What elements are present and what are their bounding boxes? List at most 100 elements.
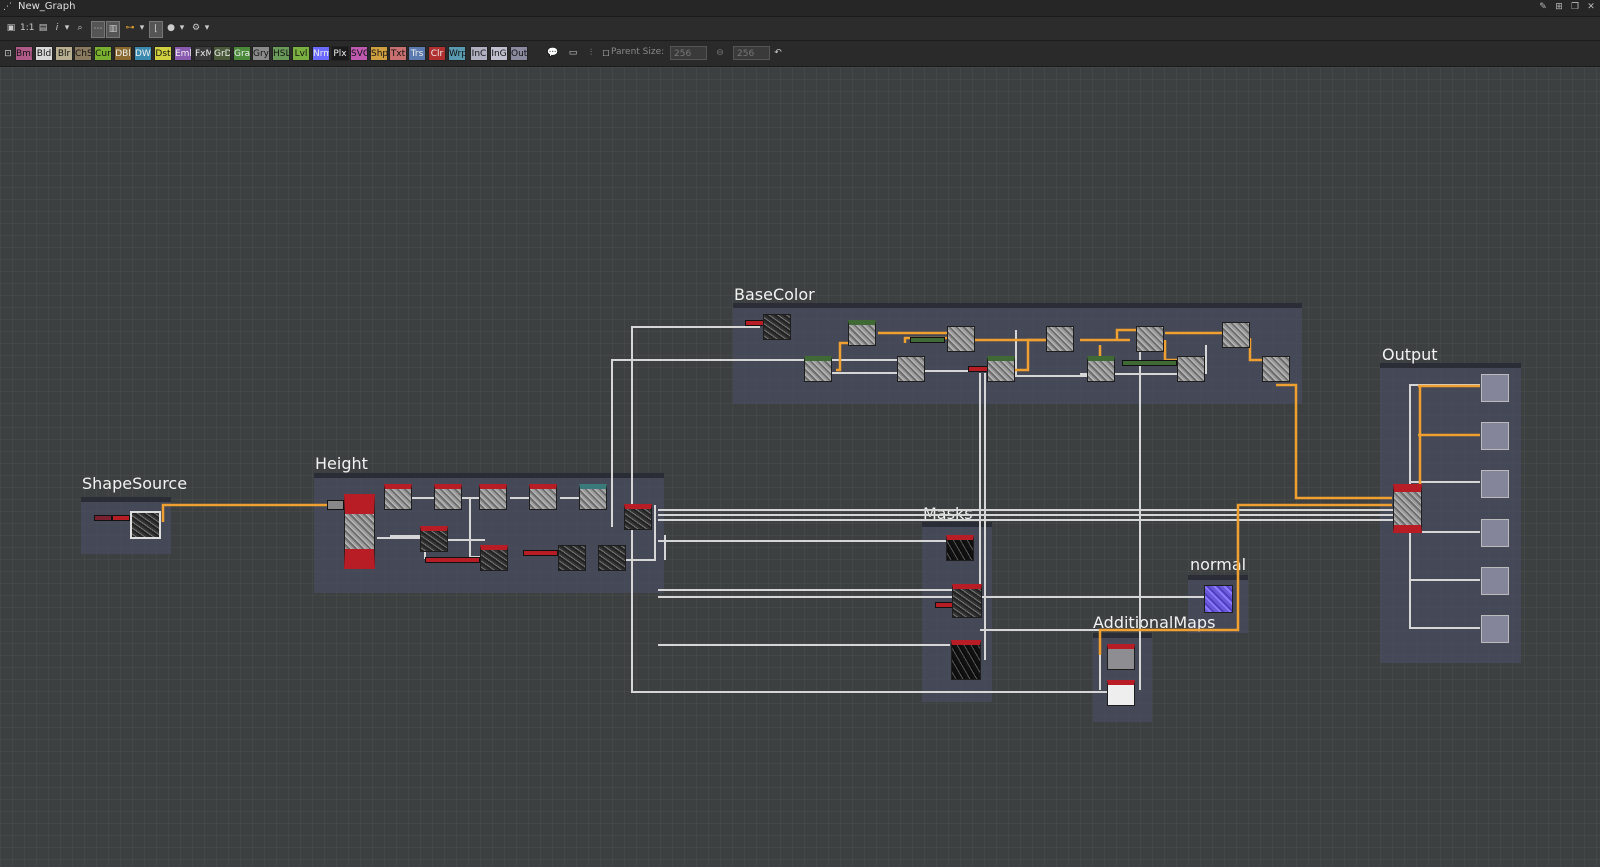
node-chip-dst[interactable]: Dst [154,46,172,61]
gear-icon[interactable]: ⚙ [191,23,201,33]
snap-grid-icon[interactable]: ⋯ [91,21,105,38]
basecolor-node-9[interactable] [1136,326,1164,352]
parent-width-field[interactable]: 256 [670,46,707,60]
output-node-2[interactable] [1481,422,1509,450]
basecolor-node-5[interactable] [947,326,975,352]
mask-node-1[interactable] [946,535,974,561]
basecolor-node-6[interactable] [987,356,1015,382]
node-chip-grd[interactable]: GrD [213,46,231,61]
color-picker-icon[interactable]: ● [167,23,175,33]
basecolor-node-1[interactable] [763,314,791,340]
window-controls: ✎ ⊞ ❐ ✕ [1538,1,1596,14]
basecolor-node-4[interactable] [897,356,925,382]
output-combine-node[interactable] [1393,484,1422,533]
align-icon[interactable]: ▥ [106,21,120,38]
info-button[interactable]: i [55,23,59,33]
info-dropdown-icon[interactable]: ▾ [64,23,70,33]
node-chip-lvl[interactable]: Lvl [292,46,310,61]
node-chip-chs[interactable]: ChS [74,46,92,61]
basecolor-node-10[interactable] [1177,356,1205,382]
output-node-1[interactable] [1481,374,1509,402]
node-chip-ing[interactable]: InG [490,46,508,61]
basecolor-node-8[interactable] [1087,356,1115,382]
frame-title-normal: normal [1190,555,1247,574]
height-node-2[interactable] [434,484,462,510]
node-chip-inc[interactable]: InC [470,46,488,61]
node-chip-gra[interactable]: Gra [233,46,251,61]
node-chip-out[interactable]: Out [510,46,528,61]
graph-canvas[interactable] [0,67,1600,867]
window-titlebar: ⋰ New_Graph ✎ ⊞ ❐ ✕ [0,0,1600,17]
mask-node-2[interactable] [952,584,982,618]
node-chip-gry[interactable]: Gry [252,46,270,61]
node-chip-plx[interactable]: Plx [331,46,349,61]
basecolor-node-7[interactable] [1046,326,1074,352]
basecolor-stub-red [968,366,988,372]
node-chip-cur[interactable]: Cur [94,46,112,61]
height-blend-node[interactable] [344,494,375,569]
basecolor-node-11[interactable] [1222,322,1250,348]
basecolor-node-3[interactable] [804,356,832,382]
node-chip-bmp[interactable]: Bmp [15,46,33,61]
color-dropdown-icon[interactable]: ▾ [179,23,185,33]
node-chip-trs[interactable]: Trs [408,46,426,61]
basecolor-stub-green-2 [1122,360,1177,366]
output-node-4[interactable] [1481,519,1509,547]
node-chip-fxm[interactable]: FxM [194,46,212,61]
height-node-7[interactable] [480,545,508,571]
normal-node[interactable] [1204,585,1233,613]
node-chip-hsl[interactable]: HSL [272,46,290,61]
node-palette-toolbar: ⊡ BmpBldBlrChSCurDBlDWrDstEmbFxMGrDGraGr… [0,41,1600,67]
height-node-3[interactable] [479,484,507,510]
frame-base-color[interactable] [733,303,1302,404]
output-node-5[interactable] [1481,567,1509,595]
node-chip-bld[interactable]: Bld [35,46,53,61]
maximize-icon[interactable]: ⊞ [1555,2,1563,12]
reset-icon[interactable]: ↶ [774,48,782,58]
link-style-dropdown-icon[interactable]: ▾ [139,23,145,33]
frame-icon[interactable]: ▭ [568,48,578,58]
link-ratio-icon[interactable]: ⊖ [716,48,724,58]
height-node-6[interactable] [420,526,448,552]
expand-icon[interactable]: ⊡ [4,49,12,59]
node-chip-dbl[interactable]: DBl [114,46,132,61]
link-style-icon[interactable]: ⊶ [125,23,135,33]
height-output-node[interactable] [624,504,652,530]
mask-node-3[interactable] [951,640,981,680]
comment-icon[interactable]: 💬 [547,48,559,58]
frame-title-additional-maps: AdditionalMaps [1093,613,1216,632]
search-icon[interactable]: ⌕ [77,23,83,33]
restore-icon[interactable]: ❐ [1570,2,1580,12]
parent-height-field[interactable]: 256 [733,46,770,60]
basecolor-node-2[interactable] [848,320,876,346]
node-chip-txt[interactable]: Txt [389,46,407,61]
additional-map-node-2[interactable] [1107,680,1135,706]
checkbox-icon[interactable]: ☐ [602,49,610,58]
node-chip-blr[interactable]: Blr [55,46,73,61]
height-node-8[interactable] [558,545,586,571]
close-icon[interactable]: ✕ [1587,2,1595,12]
node-chip-nrm[interactable]: Nrm [312,46,330,61]
pin-node-icon[interactable]: ⫶ [589,48,593,58]
shape-source-node[interactable] [130,511,161,539]
additional-map-node-1[interactable] [1107,644,1135,670]
output-node-3[interactable] [1481,470,1509,498]
node-chip-svg[interactable]: SVG [350,46,368,61]
fit-view-icon[interactable]: ▣ [6,23,16,33]
node-chip-clr[interactable]: Clr [428,46,446,61]
node-chip-emb[interactable]: Emb [174,46,192,61]
settings-dropdown-icon[interactable]: ▾ [204,23,210,33]
height-node-1[interactable] [384,484,412,510]
zoom-reset-button[interactable]: 1:1 [20,23,35,33]
frame-tool-icon[interactable]: ⌊ [149,21,163,38]
node-chip-dwr[interactable]: DWr [134,46,152,61]
node-chip-wrp[interactable]: Wrp [448,46,466,61]
node-chip-shp[interactable]: Shp [370,46,388,61]
height-node-9[interactable] [598,545,626,571]
screenshot-icon[interactable]: ▤ [38,23,48,33]
basecolor-node-12[interactable] [1262,356,1290,382]
output-node-6[interactable] [1481,615,1509,643]
height-node-4[interactable] [529,484,557,510]
height-node-5[interactable] [579,484,607,510]
pin-icon[interactable]: ✎ [1539,2,1547,12]
